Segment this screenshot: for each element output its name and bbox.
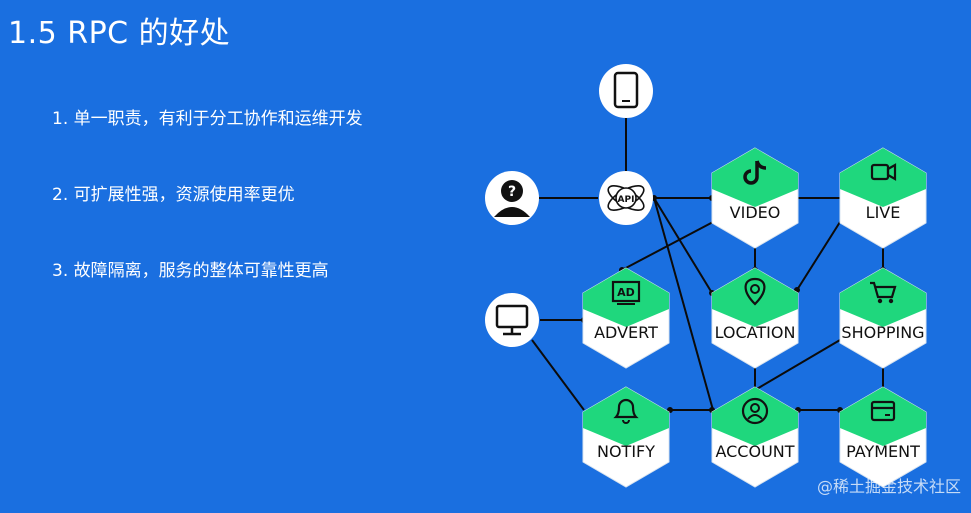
edge-live-location bbox=[796, 221, 841, 291]
user-question-icon: ? bbox=[494, 180, 530, 217]
svg-text:?: ? bbox=[508, 184, 516, 200]
edge-api-location bbox=[653, 197, 713, 294]
user-client: ? bbox=[485, 171, 539, 225]
service-label: PAYMENT bbox=[846, 442, 920, 461]
slide-title: 1.5 RPC 的好处 bbox=[8, 16, 231, 51]
benefit-item: 2. 可扩展性强，资源使用率更优 bbox=[52, 185, 295, 205]
benefit-item: 3. 故障隔离，服务的整体可靠性更高 bbox=[52, 261, 329, 281]
watermark: @稀土掘金技术社区 bbox=[816, 477, 961, 496]
service-label: NOTIFY bbox=[597, 442, 655, 461]
edge-shopping-account bbox=[754, 339, 841, 391]
edge-video-advert bbox=[621, 221, 714, 271]
edge-api-account bbox=[653, 197, 714, 411]
benefit-list: 1. 单一职责，有利于分工协作和运维开发 2. 可扩展性强，资源使用率更优 3.… bbox=[52, 104, 363, 332]
service-node-video: VIDEO bbox=[711, 147, 799, 249]
tiktok-icon bbox=[743, 160, 767, 185]
service-node-shopping: SHOPPING bbox=[839, 267, 927, 369]
api-gateway-icon: API bbox=[607, 185, 645, 211]
desktop-monitor-icon bbox=[495, 304, 529, 336]
api-gateway: API bbox=[599, 171, 653, 225]
service-node-payment: PAYMENT bbox=[839, 386, 927, 488]
location-pin-icon bbox=[744, 277, 766, 306]
service-label: ACCOUNT bbox=[715, 442, 794, 461]
service-label: LIVE bbox=[866, 203, 901, 222]
ad-icon: AD bbox=[611, 280, 641, 305]
wallet-icon bbox=[870, 400, 896, 422]
service-label: ADVERT bbox=[594, 323, 658, 342]
edges bbox=[531, 118, 884, 411]
service-node-location: LOCATION bbox=[711, 267, 799, 369]
bell-icon bbox=[613, 398, 639, 424]
shopping-cart-icon bbox=[870, 281, 897, 304]
mobile-phone-icon bbox=[613, 71, 639, 109]
service-node-account: ACCOUNT bbox=[711, 386, 799, 488]
benefit-item: 1. 单一职责，有利于分工协作和运维开发 bbox=[52, 109, 363, 129]
desktop-client bbox=[485, 293, 539, 347]
service-node-live: LIVE bbox=[839, 147, 927, 249]
service-label: VIDEO bbox=[730, 203, 781, 222]
user-circle-icon bbox=[741, 397, 769, 425]
service-label: LOCATION bbox=[715, 323, 796, 342]
edge-desktop-notify bbox=[531, 339, 585, 411]
video-camera-icon bbox=[870, 163, 897, 181]
service-node-advert: AD ADVERT bbox=[582, 267, 670, 369]
api-text: API bbox=[618, 195, 635, 205]
svg-text:AD: AD bbox=[617, 286, 635, 299]
service-label: SHOPPING bbox=[841, 323, 924, 342]
service-node-notify: NOTIFY bbox=[582, 386, 670, 488]
mobile-client bbox=[599, 64, 653, 118]
